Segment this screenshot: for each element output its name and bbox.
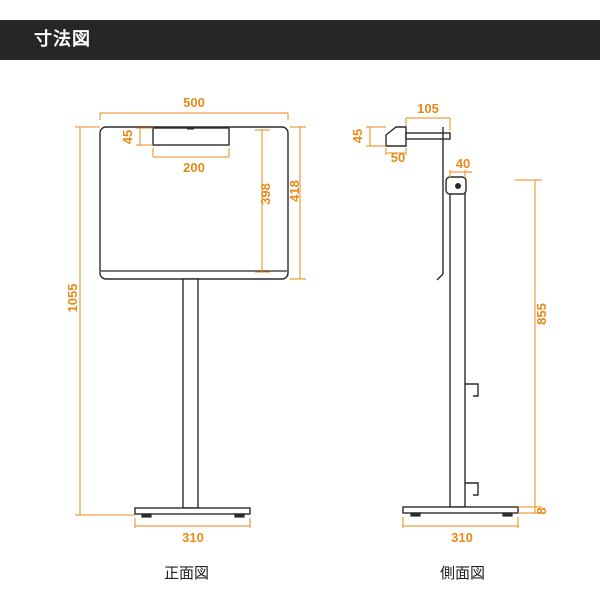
side-hinge-bolt (455, 183, 461, 189)
page-title: 寸法図 (34, 29, 91, 50)
side-view-caption: 側面図 (440, 564, 486, 582)
side-hook-lower (465, 482, 479, 496)
side-hook-upper (465, 383, 479, 397)
front-base-plate (134, 507, 251, 515)
front-view: 500 45 200 398 418 1055 310 (65, 95, 306, 545)
dim-clip-h-label: 45 (350, 129, 365, 143)
side-clip-head (385, 126, 407, 147)
side-view: 105 45 50 40 855 8 310 (350, 101, 549, 545)
dim-side-base-label: 310 (451, 530, 473, 545)
dim-front-base-label: 310 (182, 530, 204, 545)
dim-500-label: 500 (183, 95, 205, 110)
dim-8-label: 8 (534, 507, 549, 514)
side-panel-lip (436, 273, 444, 281)
front-title-slot (152, 127, 230, 146)
front-foot-right (234, 513, 245, 518)
dim-slot-w-label: 200 (183, 160, 205, 175)
side-arm (405, 132, 451, 140)
dim-105-label: 105 (417, 101, 439, 116)
header-bar: 寸法図 (0, 20, 600, 60)
side-foot-right (502, 512, 513, 517)
front-view-caption: 正面図 (164, 564, 210, 582)
dim-855-label: 855 (534, 303, 549, 325)
dim-clip-w-label: 50 (391, 150, 405, 165)
dim-398-label: 398 (258, 183, 273, 205)
dim-1055-label: 1055 (65, 284, 80, 313)
dim-418-label: 418 (287, 180, 302, 202)
front-pole (182, 278, 199, 509)
side-foot-left (410, 512, 421, 517)
dim-slot-h-label: 45 (120, 130, 135, 144)
side-base-plate (402, 506, 519, 514)
side-post (449, 184, 466, 508)
dim-40-label: 40 (456, 156, 470, 171)
front-foot-left (141, 513, 152, 518)
